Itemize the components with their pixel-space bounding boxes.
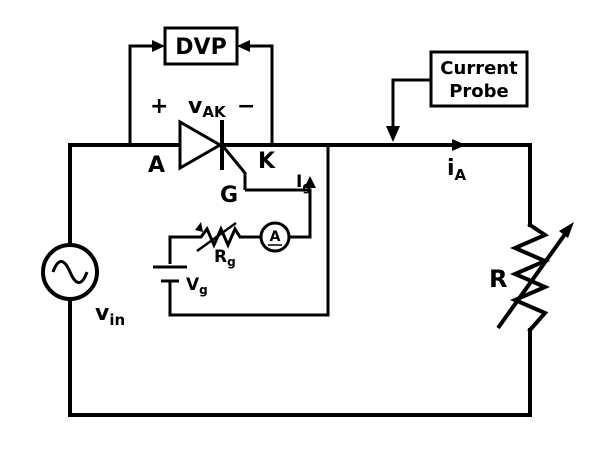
gate-current-label: Ig [296,172,311,194]
current-probe-line1: Current [440,58,518,79]
vak-minus: − [237,94,255,119]
source-label: vin [95,301,125,329]
gate-circuit-wire [168,145,330,317]
ammeter-label: A [270,229,281,245]
gate-current-arrow-icon [304,176,316,188]
current-probe-box [429,50,529,108]
load-resistor-symbol [509,222,551,333]
gate-label: G [220,183,238,208]
load-arrow-head-icon [559,222,574,238]
vak-plus: + [150,94,168,119]
dvp-arrow-left-icon [152,40,165,52]
dvp-lead-left [128,44,154,145]
probe-arrow-icon [386,126,400,142]
gate-feed-wire [245,188,312,239]
gate-lead [220,144,247,190]
cathode-label: K [258,149,276,174]
cathode-to-load-wire [220,143,532,227]
gate-resistor-variable-arrow [196,221,237,253]
anode-current-arrow-icon [452,139,466,151]
sine-wave-icon [51,260,89,284]
anode-current-label: iA [447,156,467,184]
dvp-lead-right [248,44,274,145]
current-probe-line2: Probe [449,81,509,102]
dvp-label: DVP [175,35,226,60]
load-variable-arrow [496,228,570,330]
gate-resistor-arrow-icon [195,222,203,232]
gate-source-label: Vg [186,275,208,297]
vak-label: vAK [188,94,227,121]
dvp-arrow-right-icon [237,40,250,52]
probe-lead [391,78,431,128]
thyristor-triangle [178,119,224,171]
gate-resistor-label: Rg [214,247,236,269]
load-label: R [489,265,507,293]
anode-label: A [148,153,165,178]
